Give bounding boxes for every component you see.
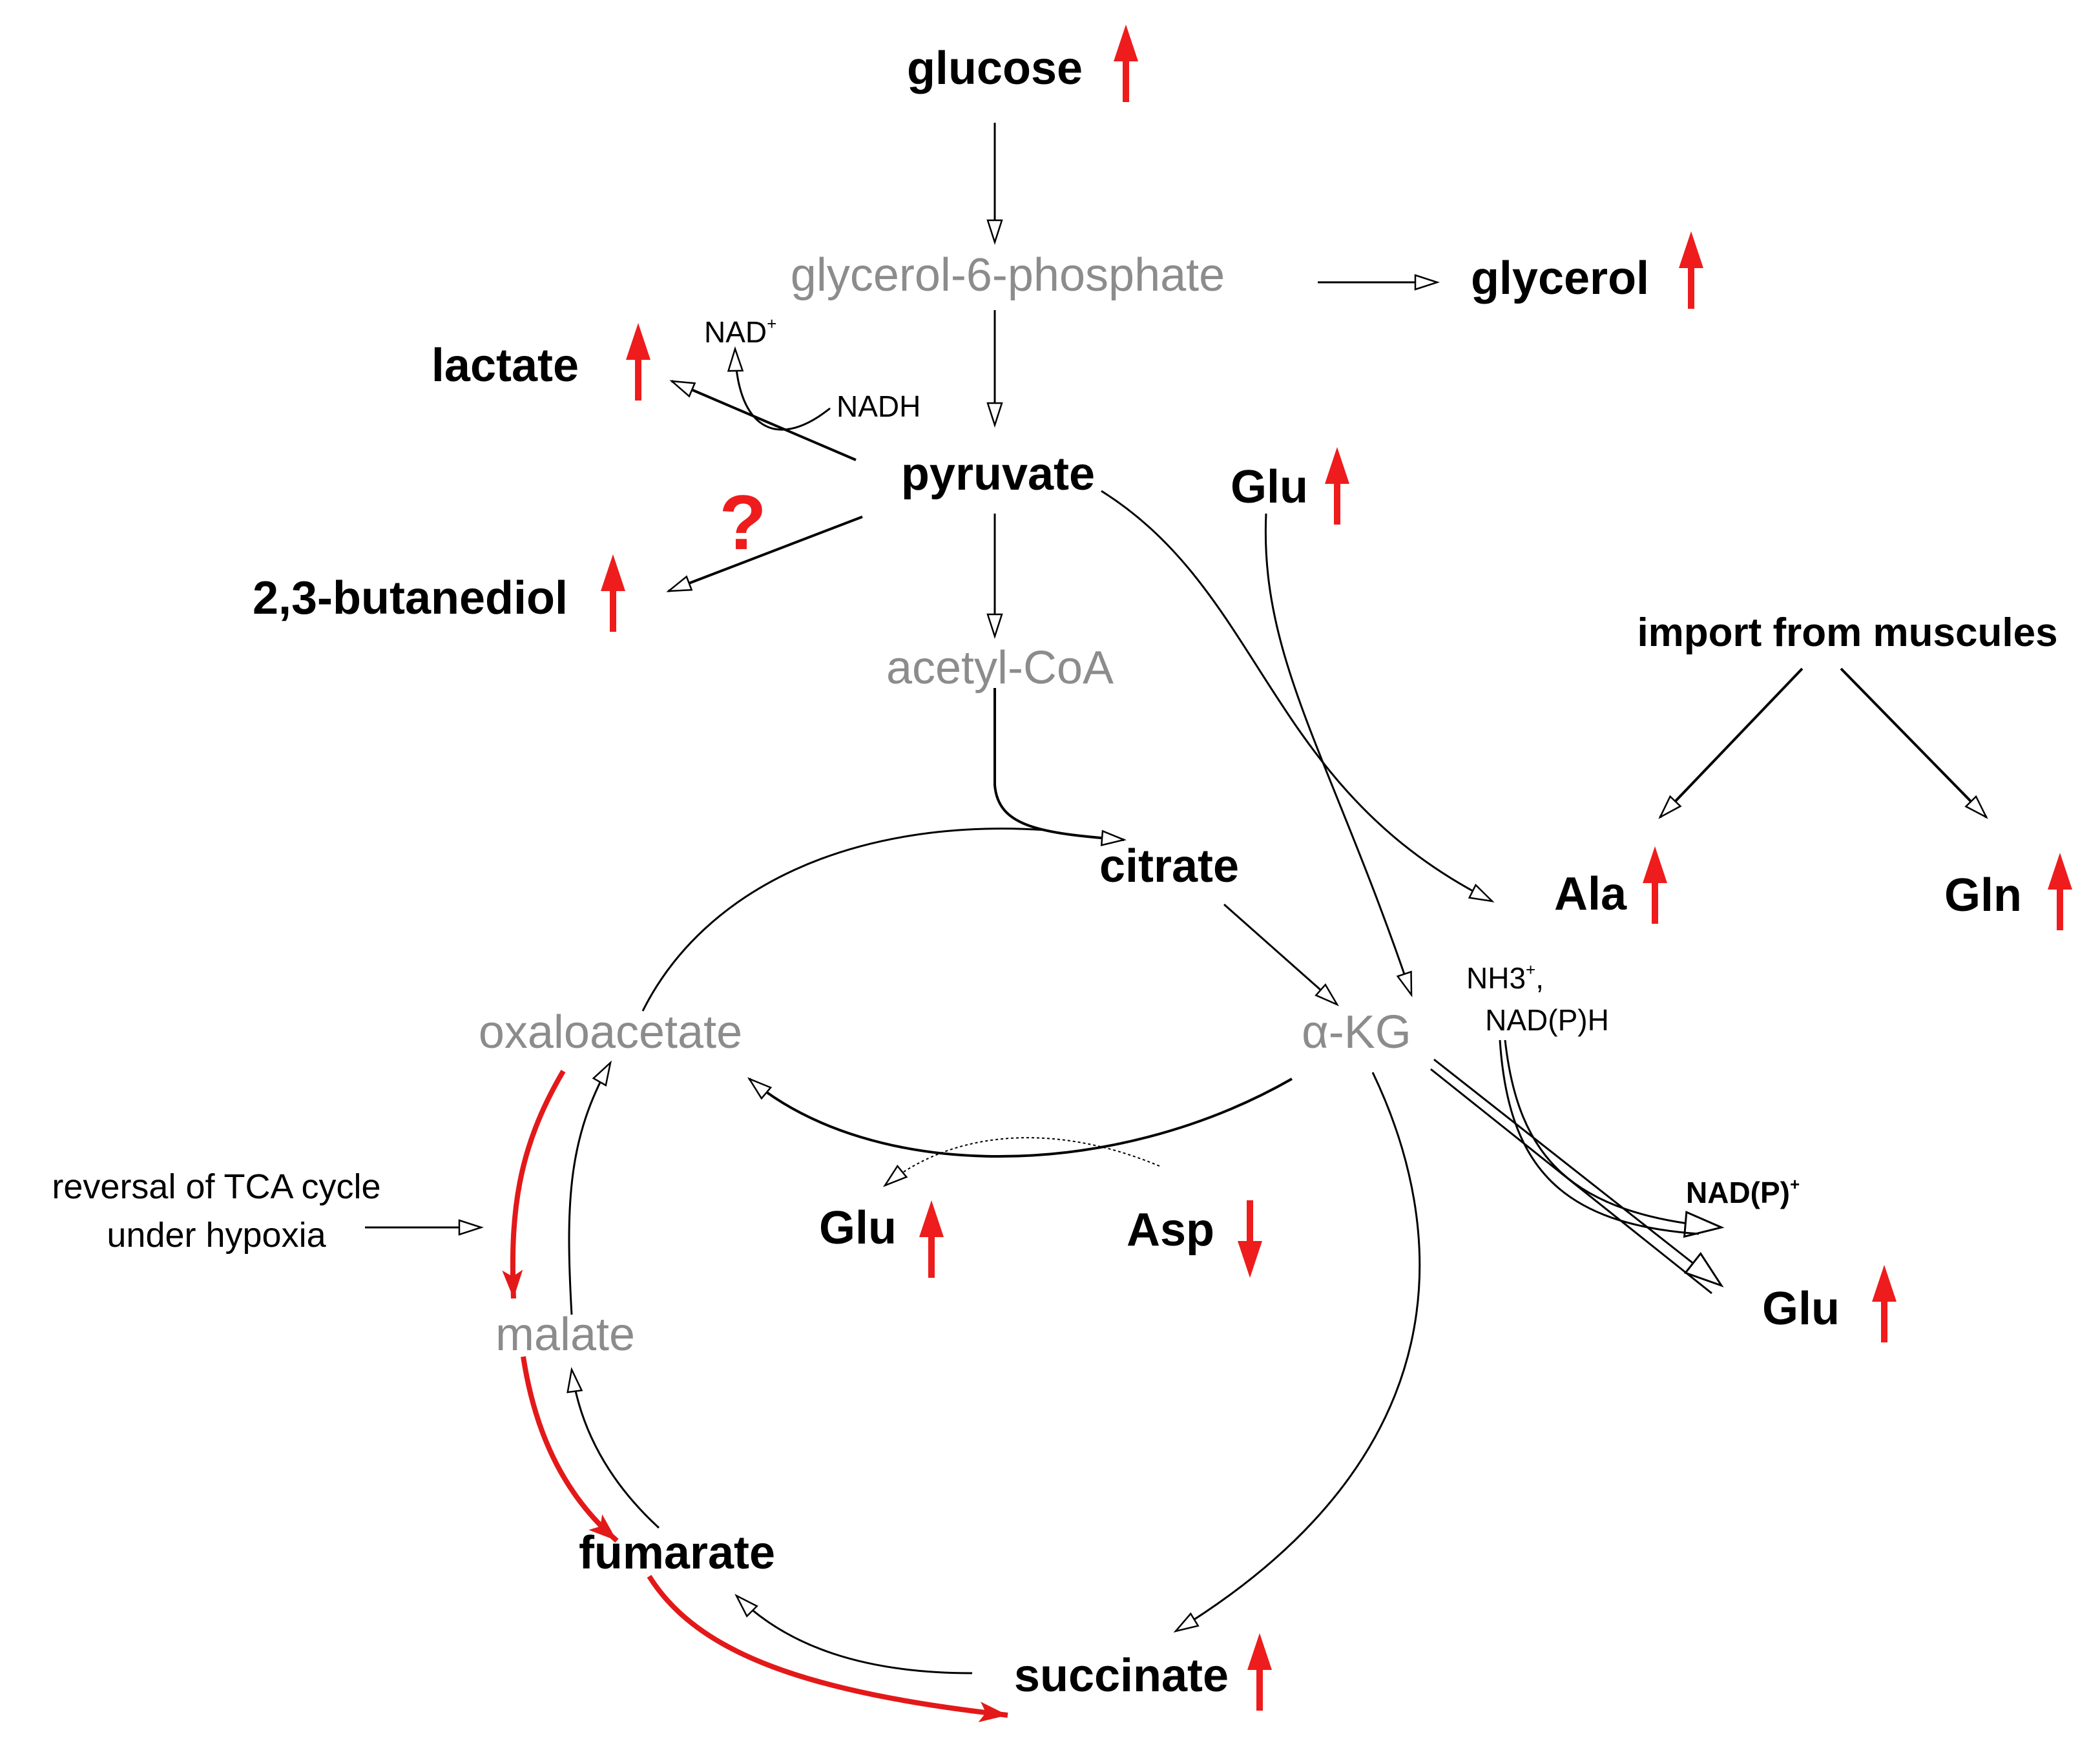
red-arrow-fumarate-to-succinate [647,1574,1008,1722]
label-malate: malate [495,1309,635,1360]
label-lactate: lactate [431,340,579,391]
hypoxia-reversal-path [502,1069,1008,1722]
label-tca-reversal-line2: under hypoxia [107,1216,326,1255]
arrow-akg-to-succinate [1176,1072,1421,1631]
label-glu-middle: Glu [819,1202,897,1254]
up-arrow-icon-succinate [1247,1633,1272,1711]
arrow-fumarate-to-malate [572,1370,660,1529]
label-gln: Gln [1944,870,2022,921]
label-butanediol: 2,3-butanediol [253,572,568,624]
label-ala: Ala [1554,868,1627,920]
up-arrow-icon-glu-middle [919,1200,944,1278]
arrow-import-to-ala [1660,667,1804,817]
arc-oxaloacetate-to-citrate [641,828,1047,1012]
label-nh3: NH3+, [1466,960,1544,995]
down-arrow-icon-asp [1238,1200,1262,1278]
cofactor-labels: NAD+ NADH NH3+, NAD(P)H NAD(P)+ [704,314,1800,1209]
question-mark: ? [719,479,766,566]
red-arrow-malate-to-fumarate [521,1356,619,1543]
label-nadh: NADH [837,390,920,423]
up-arrow-icon-glu-top [1325,447,1349,525]
up-arrow-icon-glycerol [1679,231,1703,309]
up-arrow-icon-lactate [626,323,650,401]
arrow-glu-to-akg [1264,513,1413,995]
up-arrow-icon-glu-right [1872,1265,1897,1342]
up-arrow-icon-glucose [1114,25,1138,102]
label-citrate: citrate [1099,840,1239,892]
arrow-acetylcoa-to-citrate [993,688,1124,840]
change-indicators [601,25,2072,1711]
arrow-import-to-gln [1840,667,1986,817]
label-asp: Asp [1127,1204,1214,1256]
label-acetyl-coa: acetyl-CoA [886,642,1114,694]
arrow-pyruvate-to-butanediol [669,516,863,592]
arrow-nadph-to-nadp-b [1499,1039,1700,1235]
label-import-from-muscules: import from muscules [1637,610,2057,655]
arrow-akg-to-oxaloacetate [749,1079,1293,1158]
metabolite-labels: glucose glycerol-6-phosphate glycerol la… [253,43,2022,1702]
label-glycerol: glycerol [1471,253,1649,304]
up-arrow-icon-butanediol [601,554,625,632]
label-tca-reversal-line1: reversal of TCA cycle [52,1167,380,1206]
label-fumarate: fumarate [579,1527,775,1579]
label-succinate: succinate [1014,1650,1229,1702]
annotations: ? import from muscules reversal of TCA c… [52,479,2057,1255]
label-nad-plus: NAD+ [704,314,776,349]
arrow-nadh-to-nad [735,349,831,431]
arrow-akg-to-glu-a [1433,1058,1721,1286]
label-glycerol-6-phosphate: glycerol-6-phosphate [791,249,1225,301]
red-arrow-oxaloacetate-to-malate [502,1069,566,1299]
label-nadp-plus: NAD(P)+ [1686,1174,1800,1209]
arrow-malate-to-oxaloacetate [568,1063,610,1315]
arrow-succinate-to-fumarate [736,1596,973,1674]
label-glu-right: Glu [1762,1283,1840,1335]
label-oxaloacetate: oxaloacetate [479,1006,742,1058]
label-nadph: NAD(P)H [1485,1003,1609,1037]
arrow-citrate-to-akg [1223,903,1337,1005]
label-alpha-kg: α-KG [1302,1006,1411,1058]
arrow-pyruvate-to-lactate [672,380,857,461]
up-arrow-icon-gln [2048,853,2072,930]
up-arrow-icon-ala [1643,846,1667,924]
arrow-nadph-to-nadp [1504,1039,1721,1227]
pathway-arrows [365,123,1986,1674]
arrow-asp-to-glu [885,1137,1160,1185]
arrow-pyruvate-to-ala [1101,490,1492,901]
label-glu-top: Glu [1231,461,1308,513]
label-pyruvate: pyruvate [901,448,1095,500]
label-glucose: glucose [907,43,1083,94]
